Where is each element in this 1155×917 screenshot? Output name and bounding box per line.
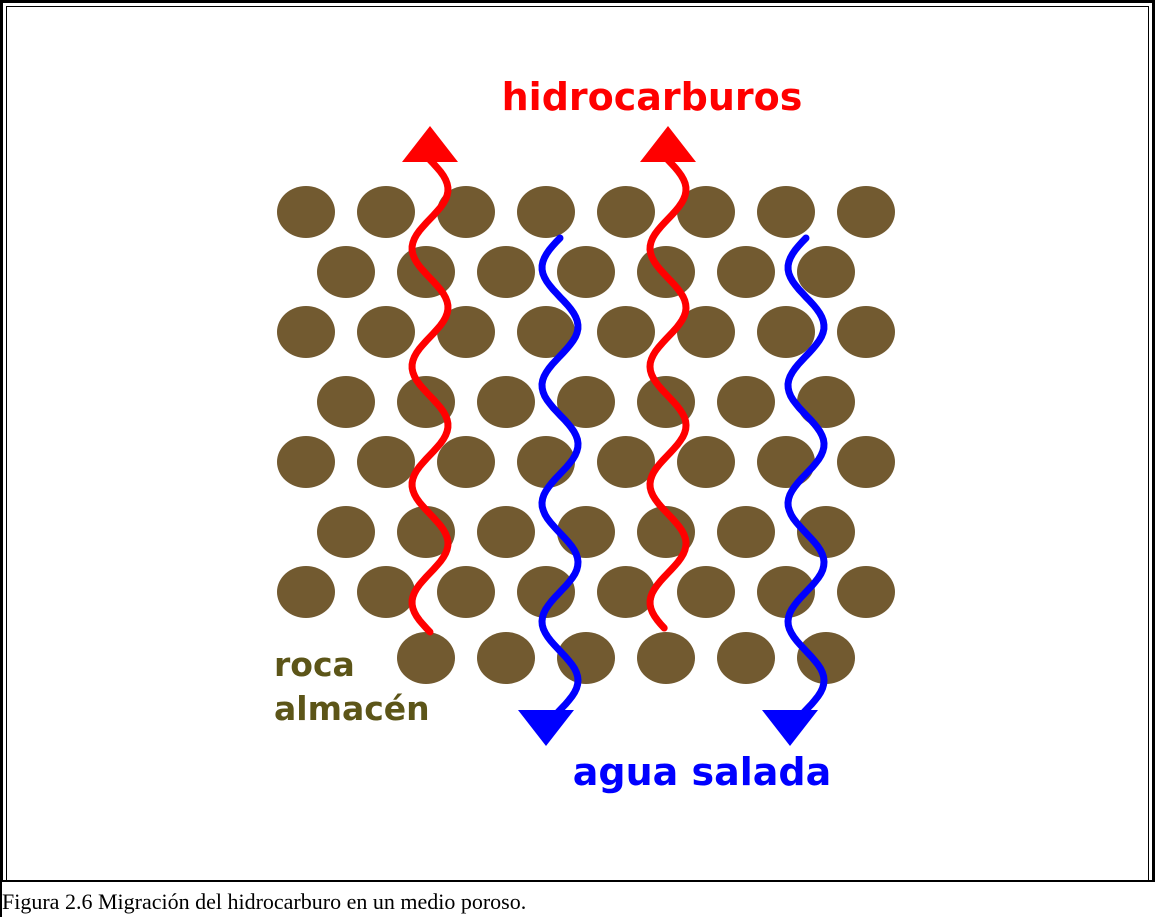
rock-grains <box>277 186 895 684</box>
rock-grain <box>557 246 615 298</box>
rock-grain <box>557 506 615 558</box>
rock-grain <box>677 566 735 618</box>
rock-grain <box>277 306 335 358</box>
rock-grain <box>317 506 375 558</box>
rock-grain <box>277 186 335 238</box>
rock-grain <box>437 436 495 488</box>
rock-grain <box>317 376 375 428</box>
saltwater-label: agua salada <box>573 750 832 794</box>
rock-grain <box>477 376 535 428</box>
rock-grain <box>357 436 415 488</box>
rock-label-line1: roca <box>274 645 355 684</box>
rock-grain <box>477 632 535 684</box>
rock-grain <box>837 186 895 238</box>
rock-grain <box>597 566 655 618</box>
rock-grain <box>757 436 815 488</box>
rock-grain <box>277 566 335 618</box>
rock-grain <box>357 186 415 238</box>
arrow-up-icon <box>402 126 458 162</box>
arrow-down-icon <box>762 710 818 746</box>
rock-grain <box>477 506 535 558</box>
porous-medium-diagram: hidrocarburos agua salada roca almacén <box>0 0 1155 880</box>
rock-grain <box>637 632 695 684</box>
figure-caption: Figura 2.6 Migración del hidrocarburo en… <box>2 891 526 913</box>
rock-grain <box>437 566 495 618</box>
rock-grain <box>597 436 655 488</box>
rock-grain <box>837 306 895 358</box>
arrow-down-icon <box>518 710 574 746</box>
arrow-up-icon <box>640 126 696 162</box>
rock-grain <box>477 246 535 298</box>
rock-grain <box>837 436 895 488</box>
rock-grain <box>717 246 775 298</box>
rock-grain <box>397 632 455 684</box>
rock-grain <box>597 186 655 238</box>
rock-grain <box>717 632 775 684</box>
rock-grain <box>357 566 415 618</box>
rock-grain <box>517 186 575 238</box>
rock-grain <box>317 246 375 298</box>
hydrocarbons-label: hidrocarburos <box>502 75 803 119</box>
rock-grain <box>277 436 335 488</box>
rock-grain <box>717 506 775 558</box>
rock-label-line2: almacén <box>274 689 430 728</box>
rock-grain <box>757 306 815 358</box>
rock-grain <box>717 376 775 428</box>
rock-grain <box>357 306 415 358</box>
rock-grain <box>797 376 855 428</box>
rock-grain <box>757 186 815 238</box>
rock-grain <box>837 566 895 618</box>
rock-grain <box>797 246 855 298</box>
rock-grain <box>677 436 735 488</box>
rock-grain <box>597 306 655 358</box>
